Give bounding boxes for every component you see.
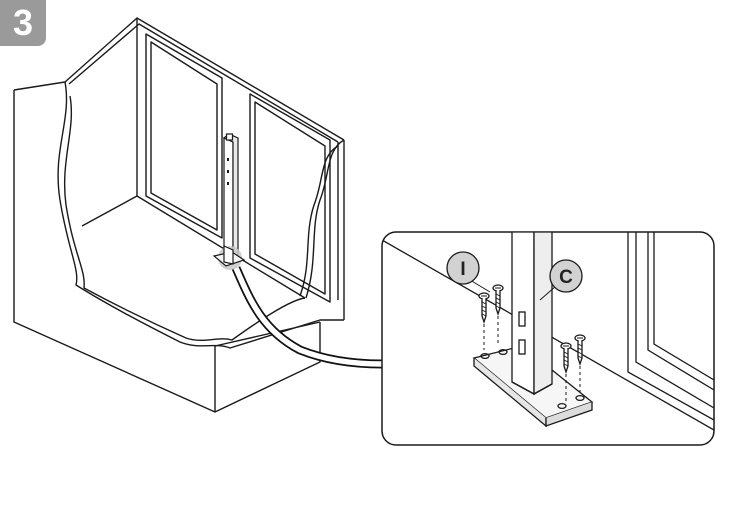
wood-screw-icon xyxy=(574,334,586,394)
post-slot xyxy=(518,339,526,355)
plate-hole xyxy=(557,402,567,410)
cabinet-left-wall-inner-cut xyxy=(63,95,306,341)
post-slot xyxy=(518,311,526,327)
cabinet-front-right-face xyxy=(214,322,321,413)
plate-hole xyxy=(575,394,585,402)
back-right-window-inner xyxy=(254,101,326,295)
step-number-badge: 3 xyxy=(0,0,46,46)
cabinet-right-wall-inner-cut xyxy=(299,145,339,297)
cabinet-right-wall-cut xyxy=(305,139,345,299)
back-right-window-outer xyxy=(249,93,331,303)
detail-callout-content xyxy=(382,232,714,431)
detail-connector-band-inner xyxy=(233,266,383,367)
detail-window-inner-2 xyxy=(653,232,714,381)
callout-label-post: C xyxy=(559,267,573,288)
back-left-window-inner xyxy=(150,41,218,231)
detail-window-inner xyxy=(647,232,714,391)
detail-window-outer xyxy=(627,232,714,421)
post-side xyxy=(533,232,553,396)
cabinet-front-left-face xyxy=(13,90,216,413)
cabinet-top-back-edge xyxy=(64,17,345,141)
post-front-face xyxy=(223,137,234,263)
callout-leader-post xyxy=(539,285,557,301)
callout-bubble-screw: I xyxy=(446,251,480,285)
detail-callout: I C xyxy=(381,231,715,446)
callout-leader-screw xyxy=(469,279,491,293)
plate-hole xyxy=(480,352,490,360)
plate-hole xyxy=(498,348,508,356)
cabinet-illustration xyxy=(13,17,345,413)
wood-screw-icon xyxy=(560,342,572,402)
post-bottom-edge xyxy=(511,381,553,395)
post-base-small xyxy=(223,245,234,265)
cabinet-left-wall-cutaway xyxy=(13,81,344,349)
cabinet-floor-back-edge xyxy=(81,195,306,299)
cabinet-top-back-inner-edge xyxy=(68,23,339,143)
detail-window-outer-2 xyxy=(635,232,714,409)
callout-bubble-post: C xyxy=(549,259,583,293)
cabinet-front-top-edge xyxy=(214,321,321,347)
post-in-cabinet xyxy=(212,133,246,270)
wood-screw-icon xyxy=(492,284,504,346)
callout-label-screw: I xyxy=(460,259,465,280)
wood-screw-icon xyxy=(478,292,490,350)
post-top-cap xyxy=(225,133,234,141)
base-plate-side-edge xyxy=(545,402,593,427)
back-left-window-outer xyxy=(145,33,223,239)
